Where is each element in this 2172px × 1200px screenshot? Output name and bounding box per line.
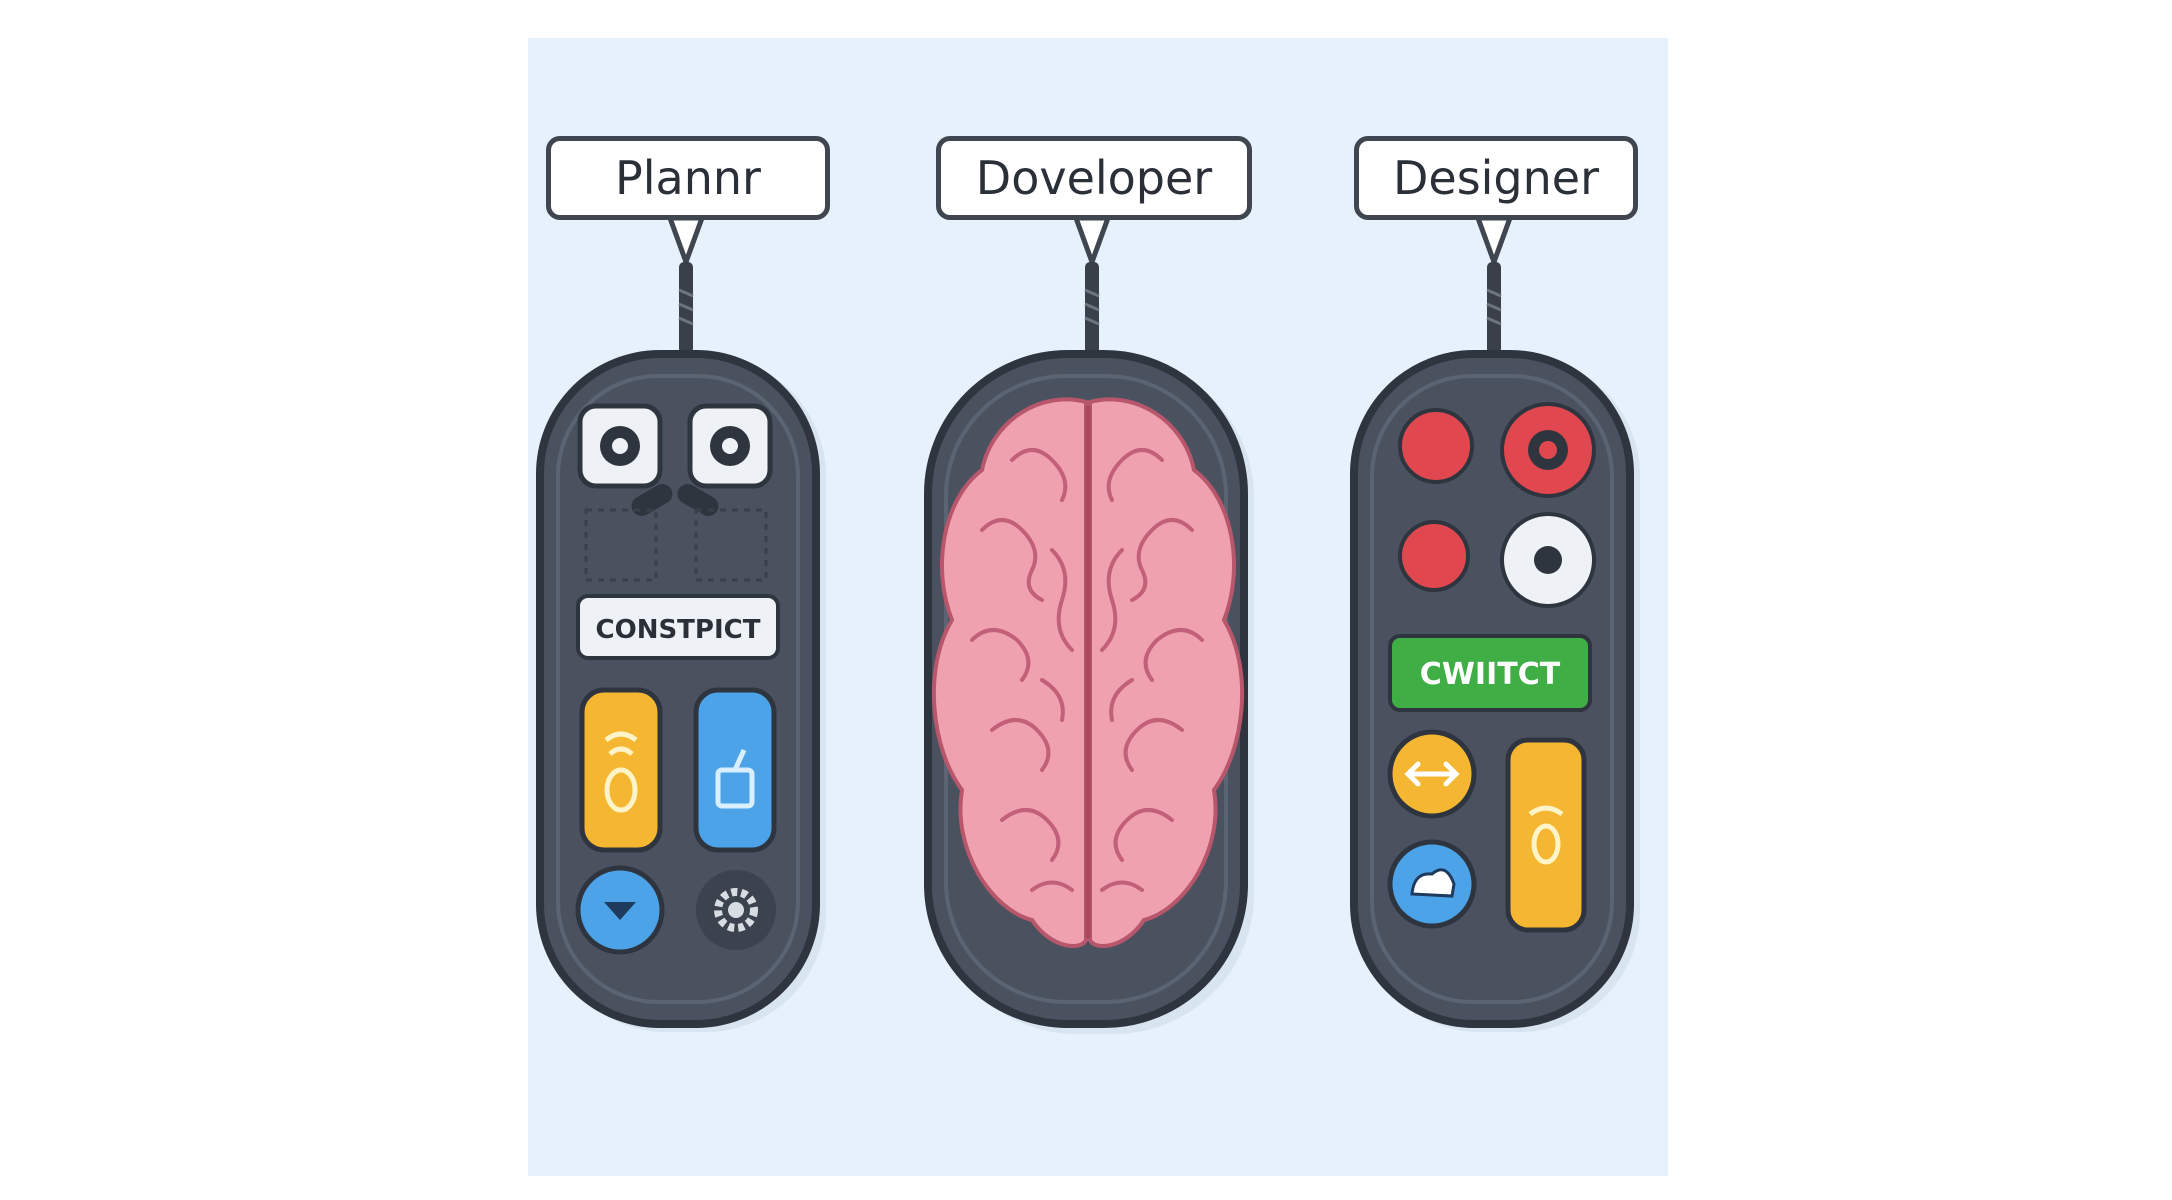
planner-screen-text: CONSTPICT — [596, 615, 761, 645]
designer-pointer — [1475, 215, 1513, 265]
developer-pointer — [1073, 215, 1111, 265]
developer-device — [924, 350, 1254, 1034]
developer-label: Doveloper — [936, 136, 1252, 220]
bell-icon — [604, 731, 638, 813]
record-icon — [1528, 430, 1568, 470]
planner-device: CONSTPICT — [536, 350, 826, 1032]
gear-icon — [710, 426, 750, 466]
planner-label: Plannr — [546, 136, 830, 220]
cup-icon — [715, 748, 755, 809]
gear-icon — [600, 426, 640, 466]
brain-icon — [931, 397, 1245, 948]
gear-icon — [714, 888, 758, 932]
designer-label-text: Designer — [1392, 151, 1600, 205]
designer-device: CWIITCT — [1350, 350, 1640, 1032]
planner-pointer — [667, 215, 705, 265]
down-arrow-icon — [604, 902, 636, 920]
planner-screen — [576, 594, 780, 660]
bell-icon — [1528, 805, 1564, 865]
arrows-icon — [1404, 761, 1460, 787]
record-icon — [1534, 546, 1562, 574]
cloud-icon — [1410, 868, 1456, 898]
planner-label-text: Plannr — [615, 151, 761, 205]
red-button-2[interactable] — [1398, 520, 1470, 592]
designer-screen — [1388, 634, 1592, 712]
yellow-tall-button[interactable] — [1505, 737, 1587, 933]
designer-screen-text: CWIITCT — [1420, 657, 1561, 692]
developer-label-text: Doveloper — [975, 151, 1213, 205]
red-button-1[interactable] — [1398, 408, 1474, 484]
